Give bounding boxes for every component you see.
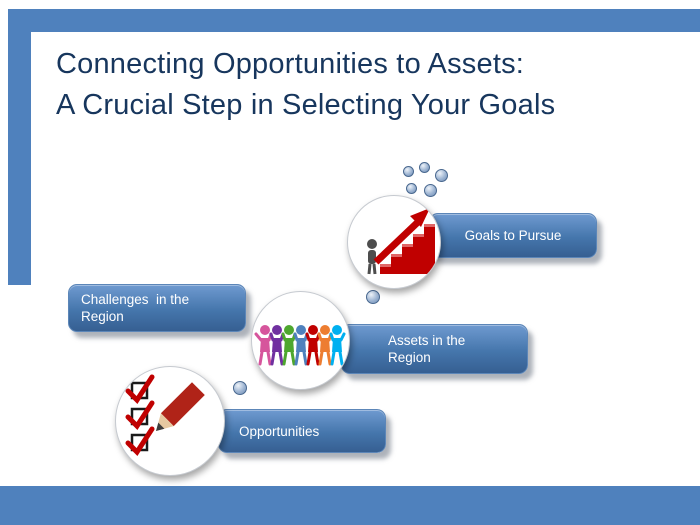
stairs-ascent-icon bbox=[347, 195, 441, 289]
accent-bar-bottom bbox=[0, 486, 700, 525]
goals-label: Goals to Pursue bbox=[464, 228, 562, 243]
slide-title-line2: A Crucial Step in Selecting Your Goals bbox=[56, 89, 556, 121]
bubble-dot-icon bbox=[435, 169, 448, 182]
bubble-dot-icon bbox=[366, 290, 380, 304]
checklist-pencil-icon bbox=[115, 366, 225, 476]
bubble-dot-icon bbox=[419, 162, 430, 173]
assets-label-line1: Assets in the bbox=[388, 333, 466, 348]
accent-bar-top bbox=[31, 9, 700, 32]
assets-label-line2: Region bbox=[388, 350, 431, 365]
challenges-label-line1: Challenges in the bbox=[81, 292, 190, 307]
bubble-dot-icon bbox=[403, 166, 414, 177]
bubble-dot-icon bbox=[424, 184, 437, 197]
opportunities-node-button[interactable]: Opportunities bbox=[218, 409, 386, 453]
opportunities-label: Opportunities bbox=[239, 423, 320, 439]
bubble-dot-icon bbox=[406, 183, 417, 194]
people-holding-hands-icon bbox=[251, 291, 350, 390]
bubble-dot-icon bbox=[233, 381, 247, 395]
accent-bar-left bbox=[8, 9, 31, 285]
goals-node-button[interactable]: Goals to Pursue bbox=[429, 213, 597, 258]
challenges-node-button[interactable]: Challenges in the Region bbox=[68, 284, 246, 332]
slide-title: Connecting Opportunities to Assets: A Cr… bbox=[56, 44, 555, 126]
assets-node-button[interactable]: Assets in the Region bbox=[341, 324, 528, 374]
slide-title-line1: Connecting Opportunities to Assets: bbox=[56, 48, 525, 80]
challenges-label-line2: Region bbox=[81, 309, 124, 324]
